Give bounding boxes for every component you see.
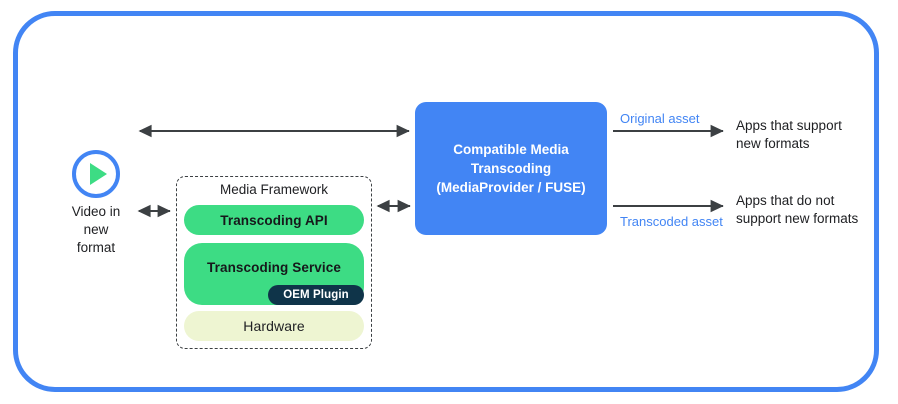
transcoding-api-box: Transcoding API xyxy=(184,205,364,235)
original-asset-label: Original asset xyxy=(620,111,700,126)
play-icon-triangle xyxy=(90,163,107,185)
apps-that-do-not-support-new-formats-label: Apps that do not support new formats xyxy=(736,193,859,226)
media-framework-title: Media Framework xyxy=(219,182,329,197)
compatible-media-transcoding-box: Compatible Media Transcoding (MediaProvi… xyxy=(415,102,607,235)
video-in-new-format-label: Video in new format xyxy=(71,204,121,255)
play-circle-icon xyxy=(72,150,120,198)
oem-plugin-badge: OEM Plugin xyxy=(268,285,364,305)
transcoded-asset-label: Transcoded asset xyxy=(620,214,723,229)
hardware-box: Hardware xyxy=(184,311,364,341)
apps-that-support-new-formats-label: Apps that support new formats xyxy=(736,118,842,151)
